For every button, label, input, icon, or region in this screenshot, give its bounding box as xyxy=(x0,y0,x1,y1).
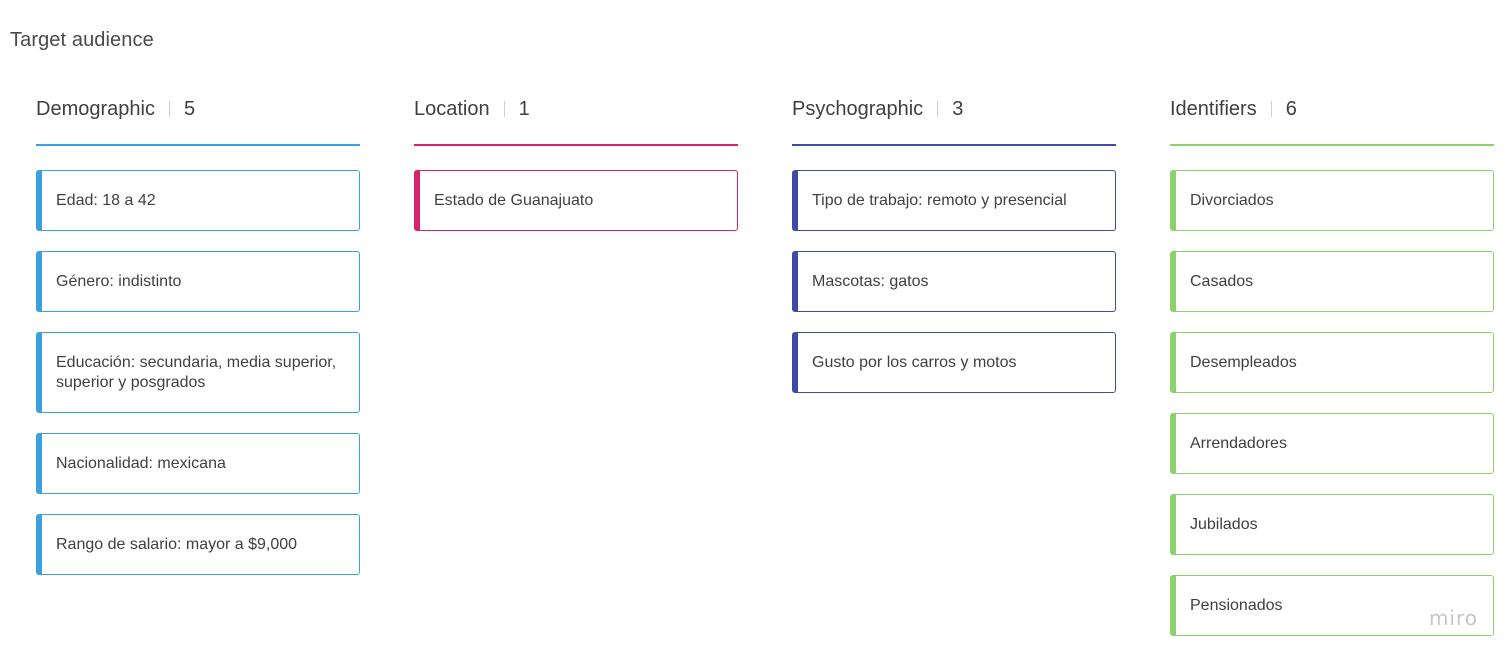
card-item[interactable]: Educación: secundaria, media superior, s… xyxy=(36,332,360,413)
card-item[interactable]: Divorciados xyxy=(1170,170,1494,231)
card-item[interactable]: Rango de salario: mayor a $9,000 xyxy=(36,514,360,575)
card-item[interactable]: Género: indistinto xyxy=(36,251,360,312)
column-location: Location 1 Estado de Guanajuato xyxy=(414,92,738,251)
card-item[interactable]: Mascotas: gatos xyxy=(792,251,1116,312)
column-count: 3 xyxy=(952,97,964,120)
page-title: Target audience xyxy=(10,29,154,51)
column-header-location: Location 1 xyxy=(414,92,738,146)
column-title: Psychographic xyxy=(792,97,924,120)
column-count: 1 xyxy=(518,97,530,120)
column-count: 5 xyxy=(183,97,196,120)
card-item[interactable]: Nacionalidad: mexicana xyxy=(36,433,360,494)
card-item[interactable]: Arrendadores xyxy=(1170,413,1494,474)
column-psychographic: Psychographic 3 Tipo de trabajo: remoto … xyxy=(792,92,1116,413)
column-header-demographic: Demographic 5 xyxy=(36,92,360,146)
column-header-identifiers: Identifiers 6 xyxy=(1170,92,1494,146)
card-item[interactable]: Edad: 18 a 42 xyxy=(36,170,360,231)
card-item[interactable]: Estado de Guanajuato xyxy=(414,170,738,231)
column-title: Identifiers xyxy=(1170,97,1257,120)
card-item[interactable]: Pensionados xyxy=(1170,575,1494,636)
header-divider xyxy=(1270,101,1272,117)
column-title: Location xyxy=(414,97,490,120)
column-demographic: Demographic 5 Edad: 18 a 42 Género: indi… xyxy=(36,92,360,595)
card-item[interactable]: Casados xyxy=(1170,251,1494,312)
column-count: 6 xyxy=(1285,97,1297,120)
card-item[interactable]: Jubilados xyxy=(1170,494,1494,555)
miro-logo: miro xyxy=(1428,606,1478,630)
card-item[interactable]: Desempleados xyxy=(1170,332,1494,393)
header-divider xyxy=(503,101,505,117)
header-divider xyxy=(168,101,170,117)
column-title: Demographic xyxy=(36,97,155,120)
card-item[interactable]: Tipo de trabajo: remoto y presencial xyxy=(792,170,1116,231)
card-item[interactable]: Gusto por los carros y motos xyxy=(792,332,1116,393)
column-header-psychographic: Psychographic 3 xyxy=(792,92,1116,146)
column-identifiers: Identifiers 6 Divorciados Casados Desemp… xyxy=(1170,92,1494,656)
header-divider xyxy=(937,101,939,117)
